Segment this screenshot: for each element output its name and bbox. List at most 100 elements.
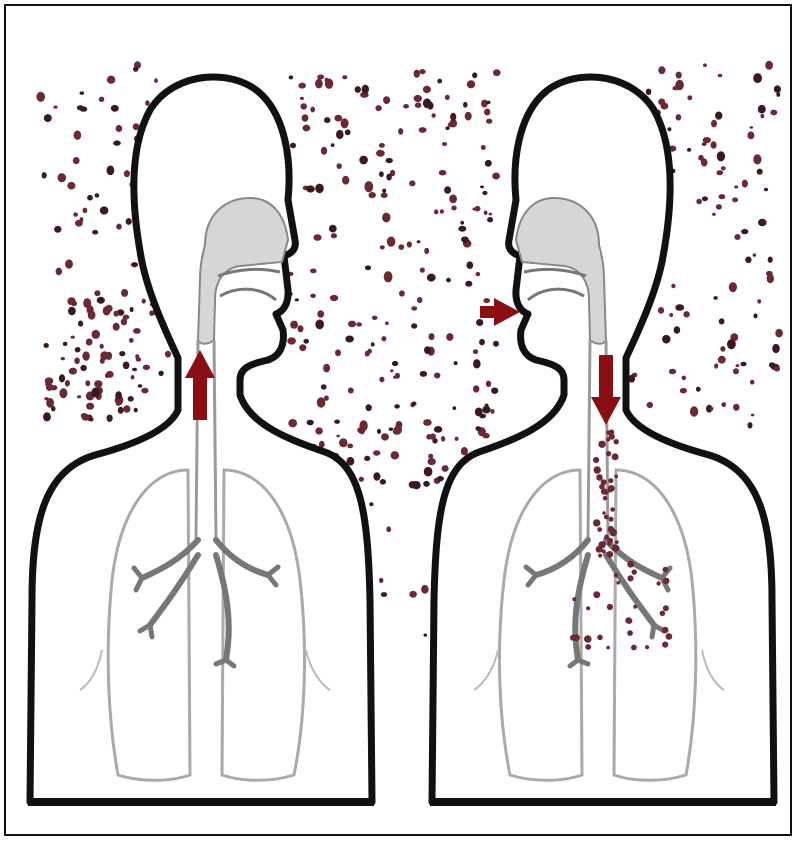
inhaled-droplet [593,457,599,463]
droplet [423,419,432,426]
droplet [386,158,393,163]
droplet [123,315,130,320]
droplet [364,181,373,192]
droplet [42,172,47,178]
droplet [487,217,493,222]
droplet [73,157,80,164]
droplet [86,338,93,345]
inhaled-droplet [598,441,605,448]
inhaled-droplet [614,475,618,479]
droplet [65,380,70,387]
droplet [646,89,652,95]
droplet [423,98,431,108]
droplet [486,119,492,124]
inhaled-droplet [627,561,634,568]
droplet [317,75,324,80]
droplet [719,318,725,324]
droplet [324,117,330,123]
droplet [303,125,311,132]
inhaled-droplet [597,527,602,532]
droplet [424,248,429,254]
droplet [714,363,718,368]
droplet [417,240,421,243]
droplet [751,414,755,417]
droplet [348,321,356,328]
droplet [44,343,49,348]
droplet [375,105,381,111]
droplet [302,114,309,122]
droplet [138,384,143,387]
droplet [434,209,438,214]
inhaled-droplet [660,611,666,617]
droplet [315,320,324,330]
droplet [365,265,371,270]
droplet [99,97,105,102]
droplet [386,174,392,181]
droplet [85,380,90,386]
inhaled-droplet [617,581,621,585]
droplet [764,188,768,192]
droplet [65,259,73,268]
inhaled-droplet [614,439,619,444]
inhaled-droplet [606,551,613,558]
droplet [367,349,372,354]
inhaled-droplet [608,478,613,483]
droplet [675,304,684,311]
droplet [421,585,429,594]
droplet [423,86,431,93]
droplet [761,114,765,118]
droplet [742,180,748,188]
droplet [766,271,773,276]
droplet [465,112,472,121]
inhaled-droplet [631,645,637,651]
droplet [758,219,767,227]
droplet [647,402,653,408]
droplet [493,69,501,76]
droplet [414,70,420,78]
droplet [107,415,113,422]
droplet [347,444,353,449]
droplet [491,388,498,394]
droplet [336,435,340,438]
droplet [121,289,128,297]
droplet [58,173,67,182]
droplet [741,229,748,234]
droplet [324,396,329,401]
droplet [94,380,102,387]
droplet [442,465,449,472]
droplet [359,156,368,165]
droplet [77,395,81,398]
droplet [482,191,487,195]
droplet [300,97,304,100]
inhaled-droplet [608,485,615,492]
droplet [696,387,701,392]
droplet [658,66,665,74]
droplet [289,75,294,79]
droplet [342,75,347,79]
droplet [727,339,736,349]
inhaled-droplet [606,646,610,650]
droplet [298,83,306,89]
droplet [73,212,78,216]
droplet [59,388,67,398]
droplet [683,311,689,317]
droplet [394,404,400,408]
droplet [424,467,433,477]
droplet [698,155,704,161]
droplet [129,338,134,343]
droplet [315,427,323,434]
droplet [757,169,763,175]
droplet [483,298,490,303]
droplet [119,351,125,356]
droplet [46,383,53,391]
droplet [489,213,493,216]
droplet [123,405,130,412]
droplet [476,272,481,276]
droplet [717,151,725,161]
inhaled-droplet [612,544,619,551]
droplet [105,373,109,378]
droplet [736,364,740,367]
droplet [80,365,86,371]
droplet [126,218,132,225]
